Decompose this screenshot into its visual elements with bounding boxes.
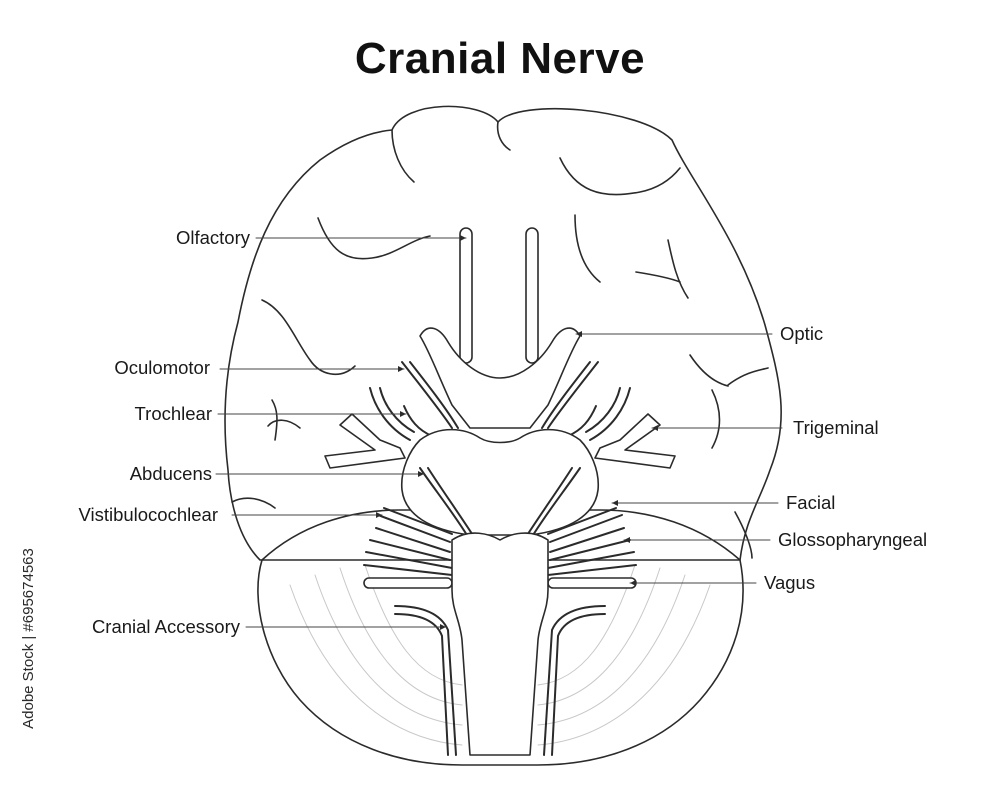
label-vistibulocochlear: Vistibulocochlear [78, 504, 218, 525]
label-cranial-accessory: Cranial Accessory [91, 616, 240, 637]
label-facial: Facial [786, 492, 836, 513]
pons [400, 428, 600, 536]
label-trochlear: Trochlear [134, 403, 212, 424]
stock-id: Adobe Stock | #695674563 [8, 548, 37, 729]
medulla [451, 532, 549, 756]
diagram-title: Cranial Nerve [354, 34, 646, 83]
label-glossopharyngeal: Glossopharyngeal [778, 529, 928, 550]
label-abducens: Abducens [129, 463, 212, 484]
label-trigeminal: Trigeminal [793, 417, 879, 438]
stock-id-text: Adobe Stock | #695674563 [19, 548, 37, 729]
optic-chiasm [419, 327, 581, 429]
cerebrum-outline [224, 105, 782, 561]
label-oculomotor: Oculomotor [114, 357, 210, 378]
label-vagus: Vagus [764, 572, 816, 593]
label-olfactory: Olfactory [175, 227, 250, 248]
label-optic: Optic [780, 323, 824, 344]
